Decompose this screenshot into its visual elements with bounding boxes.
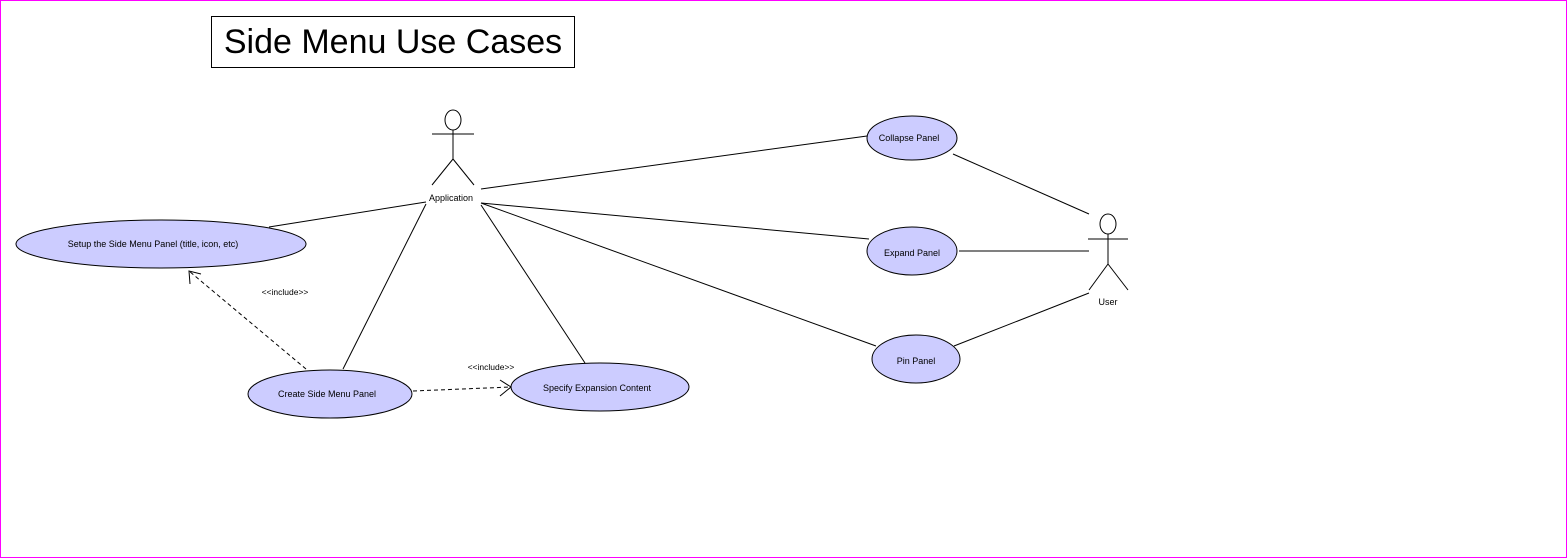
- use-case-collapse-panel[interactable]: [866, 115, 958, 161]
- include-dependency-setup: [188, 270, 307, 370]
- actor-application-head: [444, 109, 462, 131]
- use-case-expand-label: Expand Panel: [884, 248, 940, 258]
- use-case-create-panel[interactable]: [247, 369, 413, 419]
- assoc-user-pin: [953, 292, 1090, 347]
- actor-user-label: User: [1098, 297, 1117, 307]
- actor-user[interactable]: [1088, 213, 1129, 291]
- include-arrowhead-specify: [499, 379, 512, 397]
- actor-application-right-leg: [452, 158, 475, 186]
- use-case-setup-panel[interactable]: [15, 219, 307, 269]
- actor-application[interactable]: [431, 109, 475, 186]
- actor-user-left-leg: [1088, 263, 1109, 291]
- assoc-app-create: [342, 203, 427, 370]
- use-case-create-label: Create Side Menu Panel: [278, 389, 376, 399]
- include-label-specify: <<include>>: [468, 362, 515, 372]
- use-case-specify-label: Specify Expansion Content: [543, 383, 652, 393]
- assoc-app-setup: [268, 201, 427, 228]
- assoc-user-collapse: [952, 153, 1090, 215]
- actor-application-left-leg: [431, 158, 454, 186]
- include-dependency-specify: [412, 386, 512, 392]
- use-case-expand-panel[interactable]: [866, 226, 958, 276]
- use-case-pin-panel[interactable]: [871, 334, 961, 384]
- assoc-app-pin: [480, 202, 877, 347]
- use-case-setup-label: Setup the Side Menu Panel (title, icon, …: [68, 239, 239, 249]
- use-case-specify-content[interactable]: [510, 362, 690, 412]
- assoc-app-expand: [480, 202, 870, 240]
- actor-user-right-leg: [1107, 263, 1129, 291]
- include-label-setup: <<include>>: [262, 287, 309, 297]
- use-case-pin-label: Pin Panel: [897, 356, 936, 366]
- actor-application-label: Application: [429, 193, 473, 203]
- assoc-app-collapse: [480, 135, 868, 190]
- assoc-app-specify: [480, 204, 586, 364]
- diagram-title: Side Menu Use Cases: [211, 16, 575, 68]
- include-arrowhead-setup: [188, 270, 202, 285]
- use-case-collapse-label: Collapse Panel: [879, 133, 940, 143]
- actor-user-head: [1099, 213, 1117, 235]
